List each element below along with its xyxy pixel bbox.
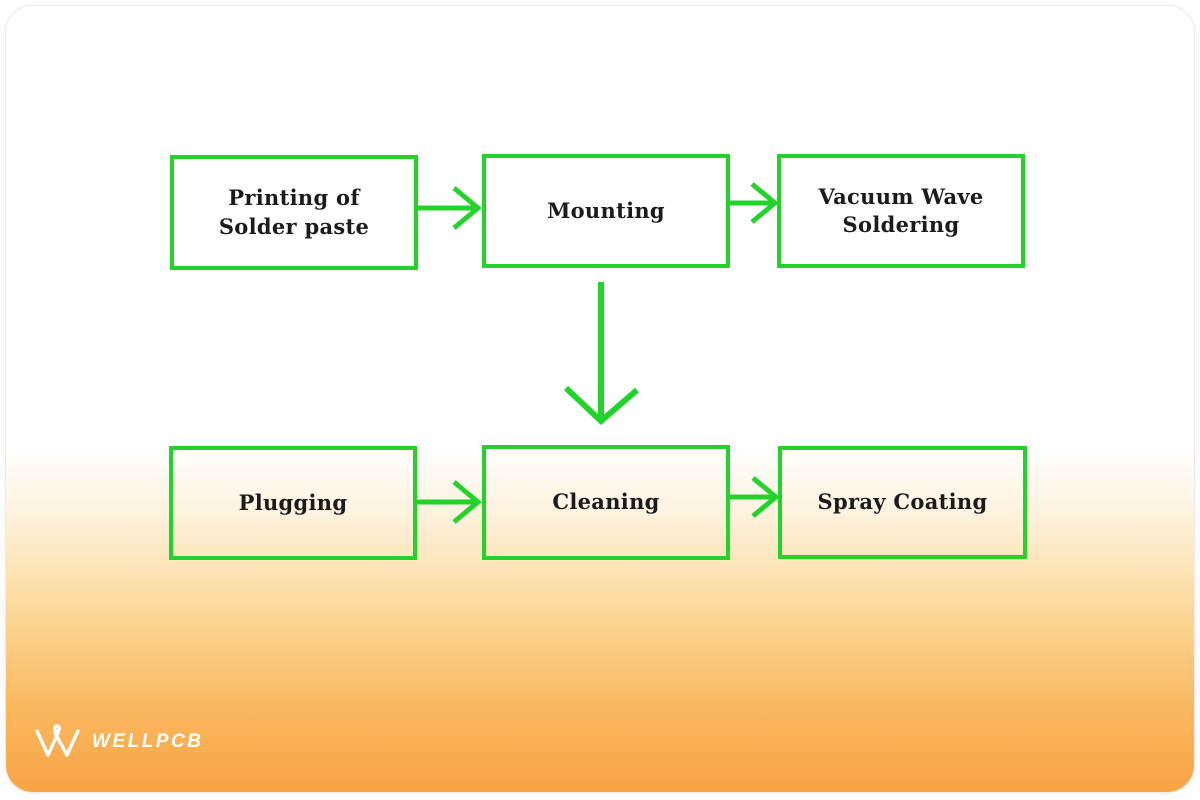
wellpcb-logo: WELLPCB xyxy=(33,724,203,760)
arrow-plugging-to-cleaning xyxy=(417,480,482,524)
flowchart-node-plugging: Plugging xyxy=(169,446,417,560)
wellpcb-w-icon xyxy=(35,724,80,757)
flowchart-node-cleaning: Cleaning xyxy=(482,445,730,560)
flowchart-node-vacuum-wave-soldering: Vacuum Wave Soldering xyxy=(777,154,1025,268)
flowchart-node-mounting: Mounting xyxy=(482,154,730,268)
arrow-cleaning-to-spray xyxy=(730,476,780,518)
arrow-mounting-to-cleaning xyxy=(563,282,639,426)
arrow-mounting-to-vacuum xyxy=(730,182,779,224)
flowchart-node-spray-coating: Spray Coating xyxy=(778,446,1027,559)
arrow-printing-to-mounting xyxy=(418,186,482,230)
flowchart-node-printing-of-solder-paste: Printing of Solder paste xyxy=(170,155,418,270)
wellpcb-logo-text: WELLPCB xyxy=(92,731,204,752)
